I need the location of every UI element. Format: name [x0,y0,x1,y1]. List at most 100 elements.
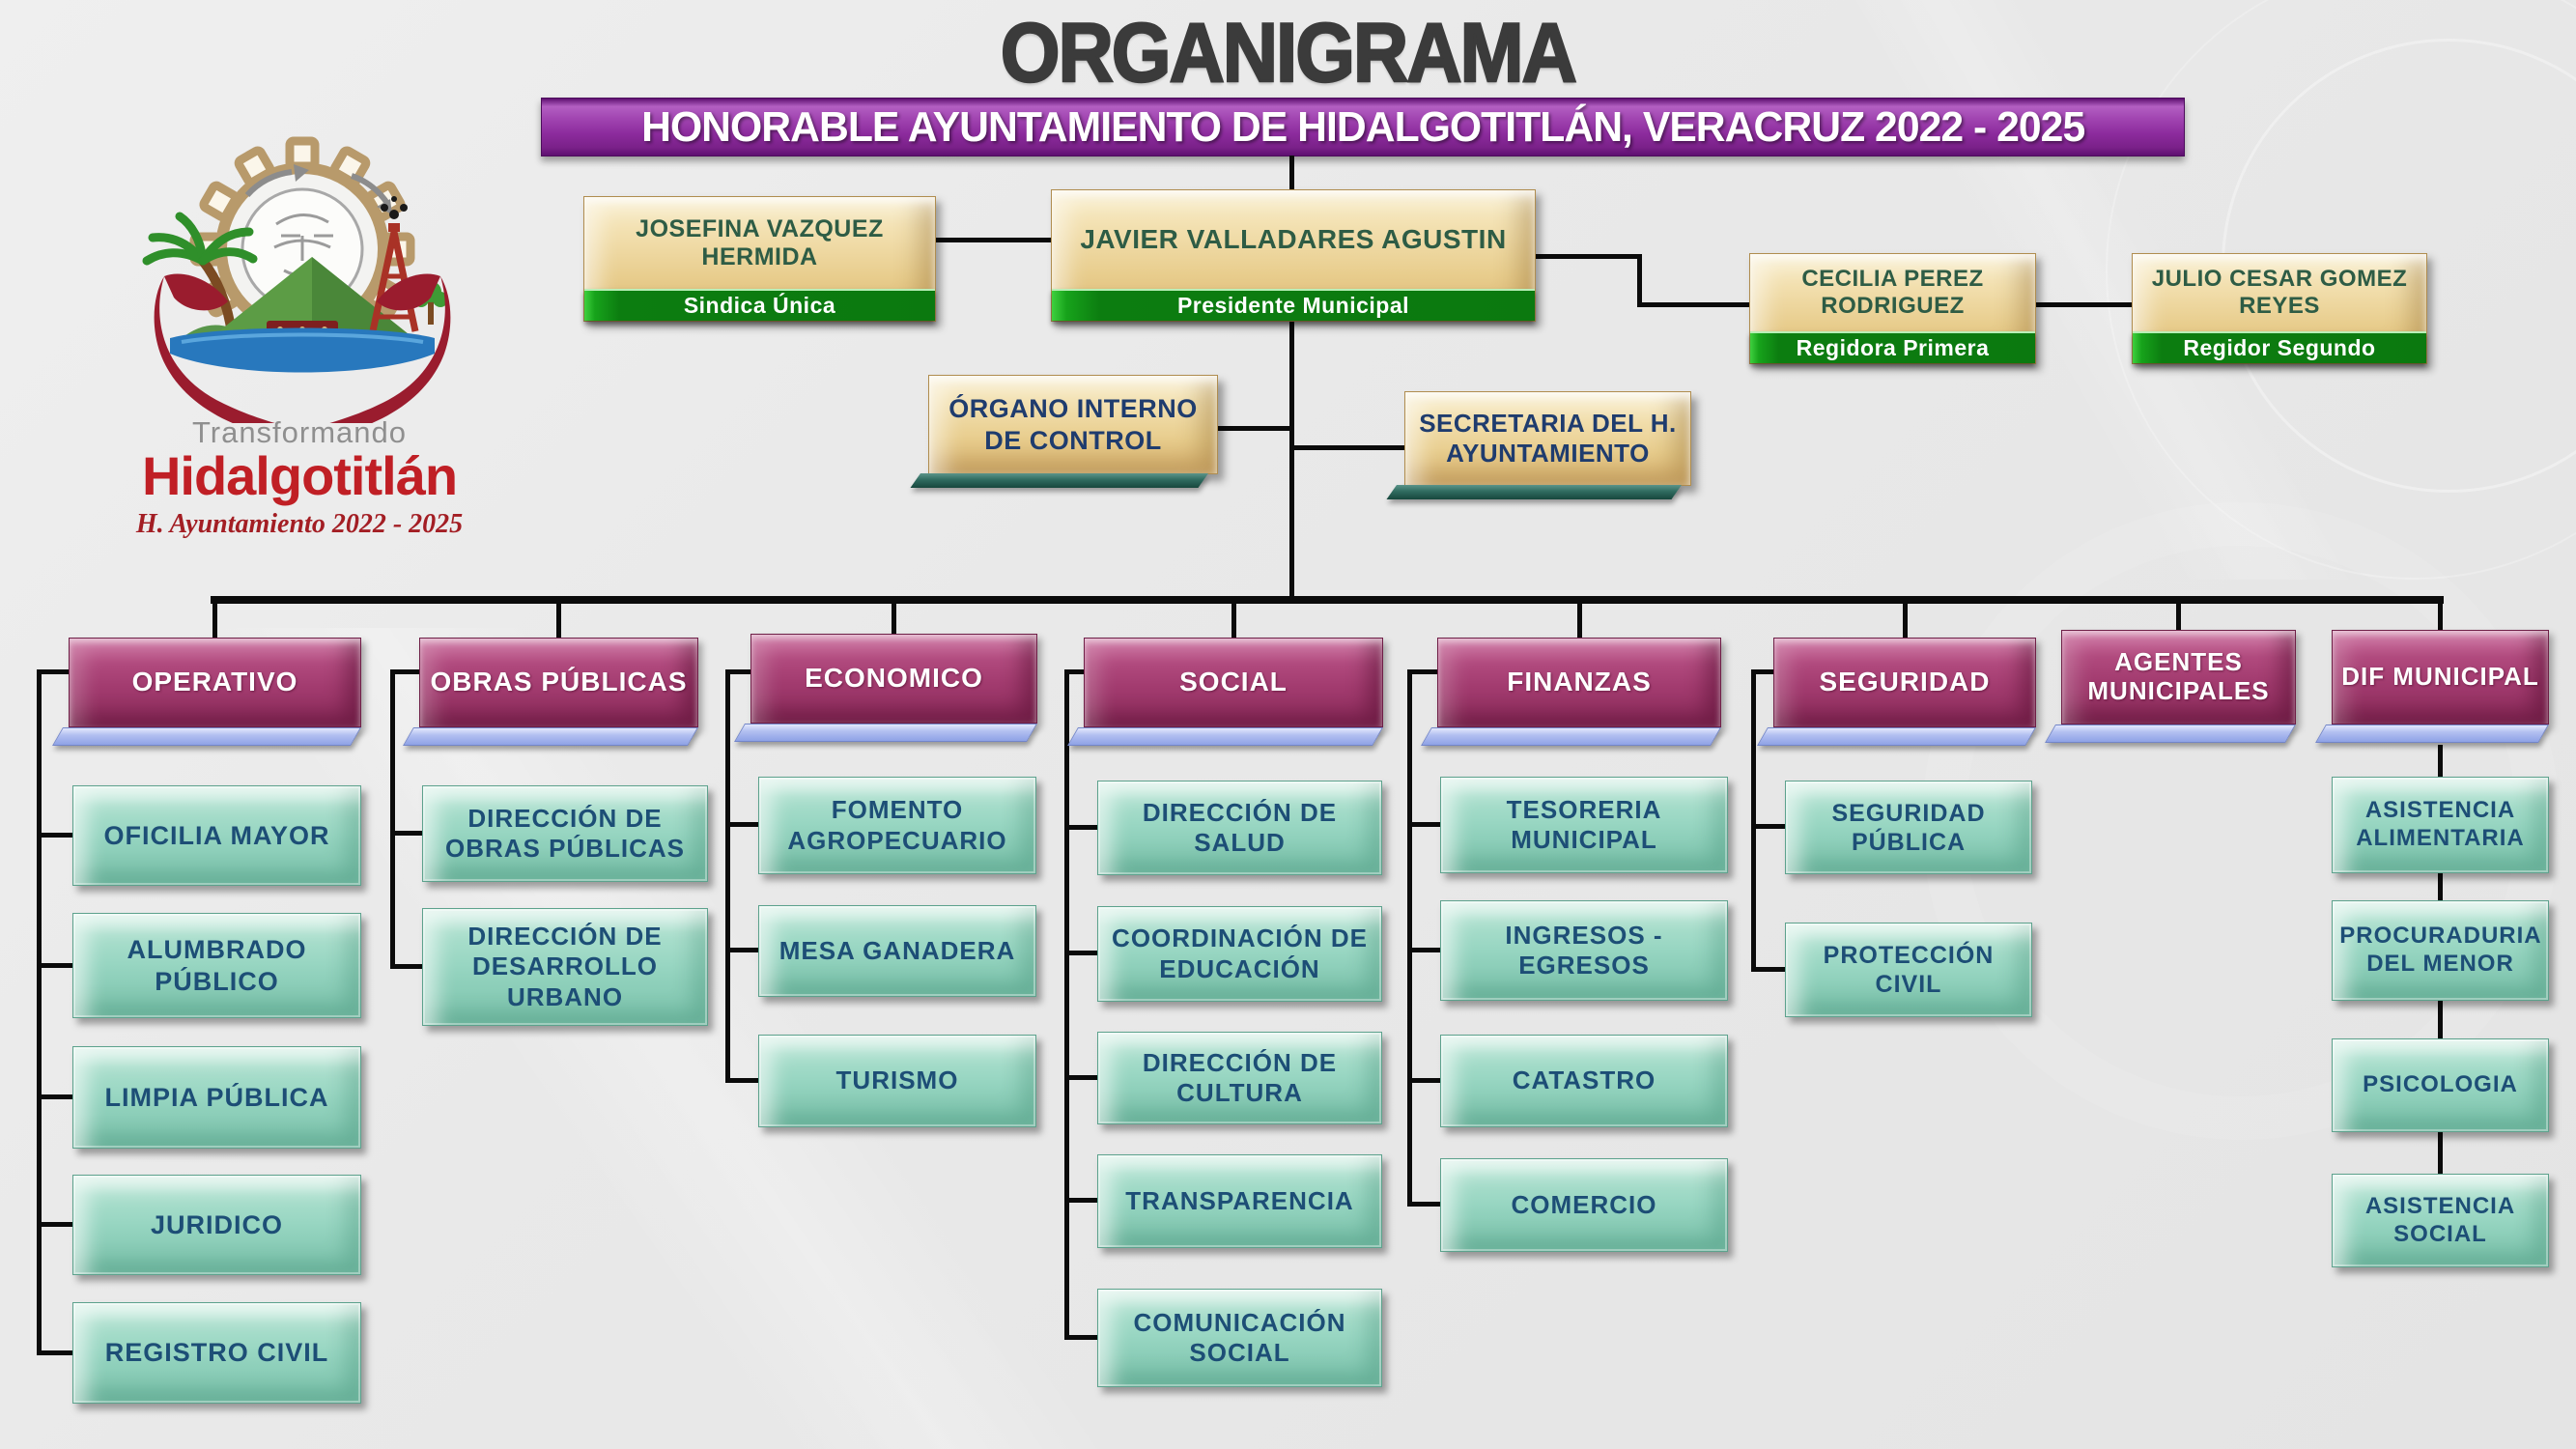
header-banner-text: HONORABLE AYUNTAMIENTO DE HIDALGOTITLÁN,… [640,102,2085,151]
page-title-text: ORGANIGRAMA [1000,6,1578,101]
rail-stub [1407,1202,1442,1207]
dept-label: OPERATIVO [131,667,298,697]
rail-stub [1407,669,1439,674]
dept-label: FINANZAS [1507,667,1652,697]
unit-limpia-publica: LIMPIA PÚBLICA [72,1046,361,1149]
unit-coordinacion-educacion: COORDINACIÓN DE EDUCACIÓN [1097,906,1382,1002]
official-role: Regidora Primera [1750,331,2035,363]
rail-stub [725,948,760,952]
official-name: CECILIA PEREZ RODRIGUEZ [1801,266,1984,319]
connector-drop [556,603,561,639]
connector-presidente-regidores [1534,254,1642,259]
official-role: Sindica Única [584,289,935,321]
rail-stub [37,1094,74,1099]
official-name: JOSEFINA VAZQUEZ HERMIDA [636,214,884,270]
dept-label: DIF MUNICIPAL [2341,662,2539,692]
official-name: JULIO CESAR GOMEZ REYES [2151,266,2408,319]
dept-base-shadow [403,727,698,746]
chain-dif [2438,1001,2443,1038]
connector-drop [1231,603,1236,639]
unit-turismo: TURISMO [758,1035,1036,1127]
dept-seguridad: SEGURIDAD [1757,638,2036,746]
node-regidora-primera: CECILIA PEREZ RODRIGUEZ Regidora Primera [1749,253,2036,364]
header-banner: HONORABLE AYUNTAMIENTO DE HIDALGOTITLÁN,… [541,98,2185,156]
rail-stub [390,669,421,674]
connector-secretaria-trunk [1292,445,1406,450]
node-regidor-segundo: JULIO CESAR GOMEZ REYES Regidor Segundo [2132,253,2427,364]
connector-organo-trunk [1217,426,1292,431]
official-role: Regidor Segundo [2133,331,2426,363]
official-role: Presidente Municipal [1052,289,1535,321]
unit-transparencia: TRANSPARENCIA [1097,1154,1382,1248]
dept-obras-publicas: OBRAS PÚBLICAS [403,638,698,746]
dept-label: AGENTES MUNICIPALES [2087,647,2270,705]
logo-term: H. Ayuntamiento 2022 - 2025 [135,509,464,539]
municipal-seal-icon [142,136,451,423]
connector-drop [2438,603,2443,639]
page-title: ORGANIGRAMA [0,6,2576,101]
unit-alumbrado-publico: ALUMBRADO PÚBLICO [72,913,361,1018]
dept-label: OBRAS PÚBLICAS [430,667,688,697]
rail-social [1064,669,1069,1340]
dept-label: ECONOMICO [805,663,983,694]
dept-agentes-municipales: AGENTES MUNICIPALES [2045,630,2296,743]
connector-trunk [1289,321,1294,603]
dept-base-shadow [1757,727,2036,746]
unit-oficilia-mayor: OFICILIA MAYOR [72,785,361,886]
dept-economico: ECONOMICO [734,634,1037,742]
rail-stub [1064,1075,1099,1080]
rail-stub [37,669,71,674]
rail-stub [725,822,760,827]
unit-direccion-salud: DIRECCIÓN DE SALUD [1097,781,1382,875]
unit-procuraduria-del-menor: PROCURADURIA DEL MENOR [2332,900,2549,1001]
unit-juridico: JURIDICO [72,1175,361,1275]
connector-drop [1903,603,1908,639]
connector-drop [2176,603,2181,639]
rail-stub [37,963,74,968]
unit-ingresos-egresos: INGRESOS - EGRESOS [1440,900,1728,1001]
unit-mesa-ganadera: MESA GANADERA [758,905,1036,997]
rail-finanzas [1407,669,1412,1207]
connector-distribution-bar [211,596,2444,604]
unit-fomento-agropecuario: FOMENTO AGROPECUARIO [758,777,1036,874]
staff-label: SECRETARIA DEL H. AYUNTAMIENTO [1419,408,1677,468]
connector-regidora-regidor [2035,302,2132,307]
rail-stub [1751,669,1775,674]
unit-comunicacion-social: COMUNICACIÓN SOCIAL [1097,1289,1382,1387]
rail-seguridad [1751,669,1756,972]
connector-sindica-presidente [936,238,1053,242]
unit-asistencia-alimentaria: ASISTENCIA ALIMENTARIA [2332,777,2549,873]
unit-registro-civil: REGISTRO CIVIL [72,1302,361,1404]
node-presidente-municipal: JAVIER VALLADARES AGUSTIN Presidente Mun… [1051,189,1536,322]
unit-seguridad-publica: SEGURIDAD PÚBLICA [1785,781,2032,874]
official-name: JAVIER VALLADARES AGUSTIN [1080,223,1507,254]
logo-tagline: Transformando [191,415,408,449]
staff-base-shadow [1386,485,1682,499]
staff-base-shadow [910,473,1208,488]
logo-municipality: Hidalgotitlán [141,445,458,506]
node-organo-interno-de-control: ÓRGANO INTERNO DE CONTROL [910,375,1218,488]
dept-label: SEGURIDAD [1819,667,1991,697]
rail-stub [1064,951,1099,955]
unit-tesoreria-municipal: TESORERIA MUNICIPAL [1440,777,1728,873]
connector-drop [212,603,217,639]
rail-stub [37,833,74,838]
dept-base-shadow [52,727,362,746]
connector-elbow-vertical [1637,254,1642,307]
rail-stub [37,1222,74,1227]
dept-dif-municipal: DIF MUNICIPAL [2315,630,2549,743]
chain-dif [2438,745,2443,777]
rail-stub [390,964,424,969]
node-sindica-unica: JOSEFINA VAZQUEZ HERMIDA Sindica Única [583,196,936,322]
rail-stub [1064,825,1099,830]
rail-stub [725,1078,760,1083]
rail-stub [37,1350,74,1355]
rail-stub [390,831,424,836]
dept-base-shadow [1421,727,1721,746]
rail-stub [1407,948,1442,952]
rail-stub [1064,1198,1099,1203]
node-secretaria-ayuntamiento: SECRETARIA DEL H. AYUNTAMIENTO [1386,391,1691,499]
unit-proteccion-civil: PROTECCIÓN CIVIL [1785,923,2032,1017]
rail-stub [1064,669,1086,674]
connector-drop [892,603,896,639]
